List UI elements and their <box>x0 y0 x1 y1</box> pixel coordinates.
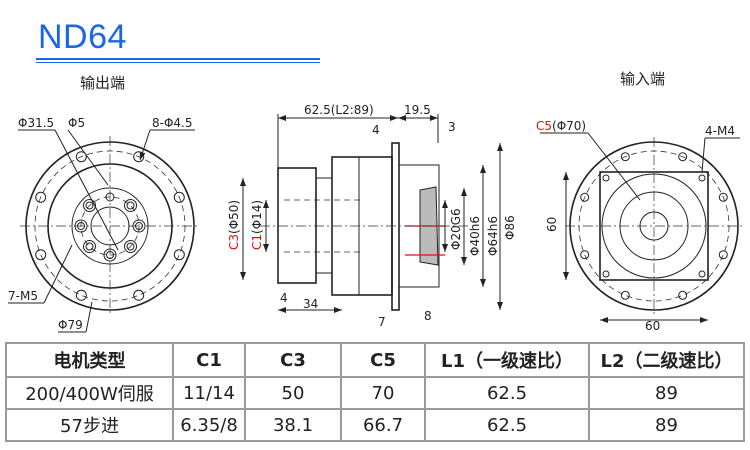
m4-label: 4-M4 <box>705 124 735 138</box>
bolt-hole <box>135 222 143 230</box>
table-cell: 11/14 <box>172 376 246 410</box>
header-cell: C3 <box>244 342 342 378</box>
width-60-dim: 60 <box>645 319 660 333</box>
table-cell: 6.35/8 <box>172 408 246 442</box>
bolt-hole <box>35 249 47 261</box>
table-cell: 200/400W伺服 <box>5 376 174 410</box>
bolt-hole <box>106 251 114 259</box>
table-row: 57步进 6.35/8 38.1 66.7 62.5 89 <box>5 408 745 442</box>
bolt-hole <box>602 174 610 182</box>
c3-label: C3 <box>227 234 241 250</box>
height-60-dim: 60 <box>545 217 559 232</box>
d5-label: Φ5 <box>68 116 85 130</box>
bolt-hole <box>620 290 630 300</box>
output-end-label: 输出端 <box>80 74 125 92</box>
c3-value: (Φ50) <box>227 200 241 234</box>
bolt-hole <box>124 198 138 212</box>
table-cell: 89 <box>588 376 745 410</box>
dim-4-top: 4 <box>372 123 380 137</box>
title-underline-thin <box>36 62 320 63</box>
bolt-hole <box>82 198 96 212</box>
table-cell: 62.5 <box>424 376 590 410</box>
title-underline <box>36 58 320 60</box>
bolt-hole <box>85 242 94 251</box>
technical-drawing: 输出端 输入端 Φ31.5 Φ5 8-Φ4.5 7-M5 Φ79 <box>8 70 743 333</box>
flange-length-dim: 19.5 <box>404 103 431 117</box>
output-end-view: Φ31.5 Φ5 8-Φ4.5 7-M5 Φ79 <box>8 116 200 333</box>
bolt-hole <box>35 191 47 203</box>
bolt-hole <box>85 201 94 210</box>
bolt-hole <box>718 192 728 202</box>
d86-dim: Φ86 <box>503 215 517 240</box>
table-header-row: 电机类型 C1 C3 C5 L1（一级速比） L2（二级速比） <box>5 342 745 378</box>
table-cell: 38.1 <box>244 408 342 442</box>
bolt-hole <box>173 249 185 261</box>
table-cell: 70 <box>340 376 426 410</box>
d64-dim: Φ64h6 <box>486 216 500 256</box>
dim-4-bottom: 4 <box>280 291 288 305</box>
bolt-hole <box>126 201 135 210</box>
length-dim: 62.5(L2:89) <box>304 103 374 117</box>
bolt-hole <box>678 152 688 162</box>
bolt-hole <box>133 289 145 301</box>
header-cell: C5 <box>340 342 426 378</box>
bolt-hole <box>678 290 688 300</box>
c1-label: C1 <box>250 234 264 250</box>
dim-3-top: 3 <box>448 120 456 134</box>
spec-table: 电机类型 C1 C3 C5 L1（一级速比） L2（二级速比） 200/400W… <box>5 342 745 442</box>
table-cell: 50 <box>244 376 342 410</box>
header-cell: L2（二级速比） <box>588 342 745 378</box>
bolt-hole <box>74 219 88 233</box>
bolt-hole <box>132 219 146 233</box>
bolt-hole <box>173 191 185 203</box>
table-row: 200/400W伺服 11/14 50 70 62.5 89 <box>5 376 745 410</box>
holes-label: 8-Φ4.5 <box>152 116 193 130</box>
dim-7: 7 <box>378 315 386 329</box>
side-section-view: 62.5(L2:89) 19.5 4 3 C3(Φ50) C1(Φ14) Φ20… <box>227 103 517 329</box>
bolt-hole <box>75 289 87 301</box>
d31-label: Φ31.5 <box>18 116 54 130</box>
bolt-hole <box>718 250 728 260</box>
d79-label: Φ79 <box>58 318 83 332</box>
bolt-hole <box>82 240 96 254</box>
bolt-hole <box>698 270 706 278</box>
c5-label: C5 <box>536 119 552 133</box>
table-cell: 66.7 <box>340 408 426 442</box>
bolt-hole <box>77 222 85 230</box>
bolt-hole <box>580 192 590 202</box>
d40-dim: Φ40h6 <box>468 216 482 256</box>
table-cell: 62.5 <box>424 408 590 442</box>
model-title: ND64 <box>38 18 127 56</box>
input-end-label: 输入端 <box>620 70 665 88</box>
dim-34: 34 <box>303 297 318 311</box>
dim-8: 8 <box>424 309 432 323</box>
d20-dim: Φ20G6 <box>449 208 463 250</box>
header-cell: 电机类型 <box>5 342 174 378</box>
bolt-hole <box>75 151 87 163</box>
bolt-hole <box>105 192 115 202</box>
bolt-hole <box>698 174 706 182</box>
bolt-hole <box>580 250 590 260</box>
bolt-hole <box>103 248 117 262</box>
header-cell: L1（一级速比） <box>424 342 590 378</box>
threads-label: 7-M5 <box>8 289 38 303</box>
bolt-hole <box>620 152 630 162</box>
svg-text:C1(Φ14): C1(Φ14) <box>250 200 264 250</box>
svg-text:C5(Φ70): C5(Φ70) <box>536 119 586 133</box>
c1-value: (Φ14) <box>250 200 264 234</box>
table-cell: 57步进 <box>5 408 174 442</box>
c5-value: (Φ70) <box>552 119 586 133</box>
bolt-hole <box>126 242 135 251</box>
header-cell: C1 <box>172 342 246 378</box>
svg-text:C3(Φ50): C3(Φ50) <box>227 200 241 250</box>
table-cell: 89 <box>588 408 745 442</box>
input-end-view: C5(Φ70) 4-M4 60 60 <box>536 119 743 333</box>
bolt-hole <box>124 240 138 254</box>
bolt-hole <box>602 270 610 278</box>
